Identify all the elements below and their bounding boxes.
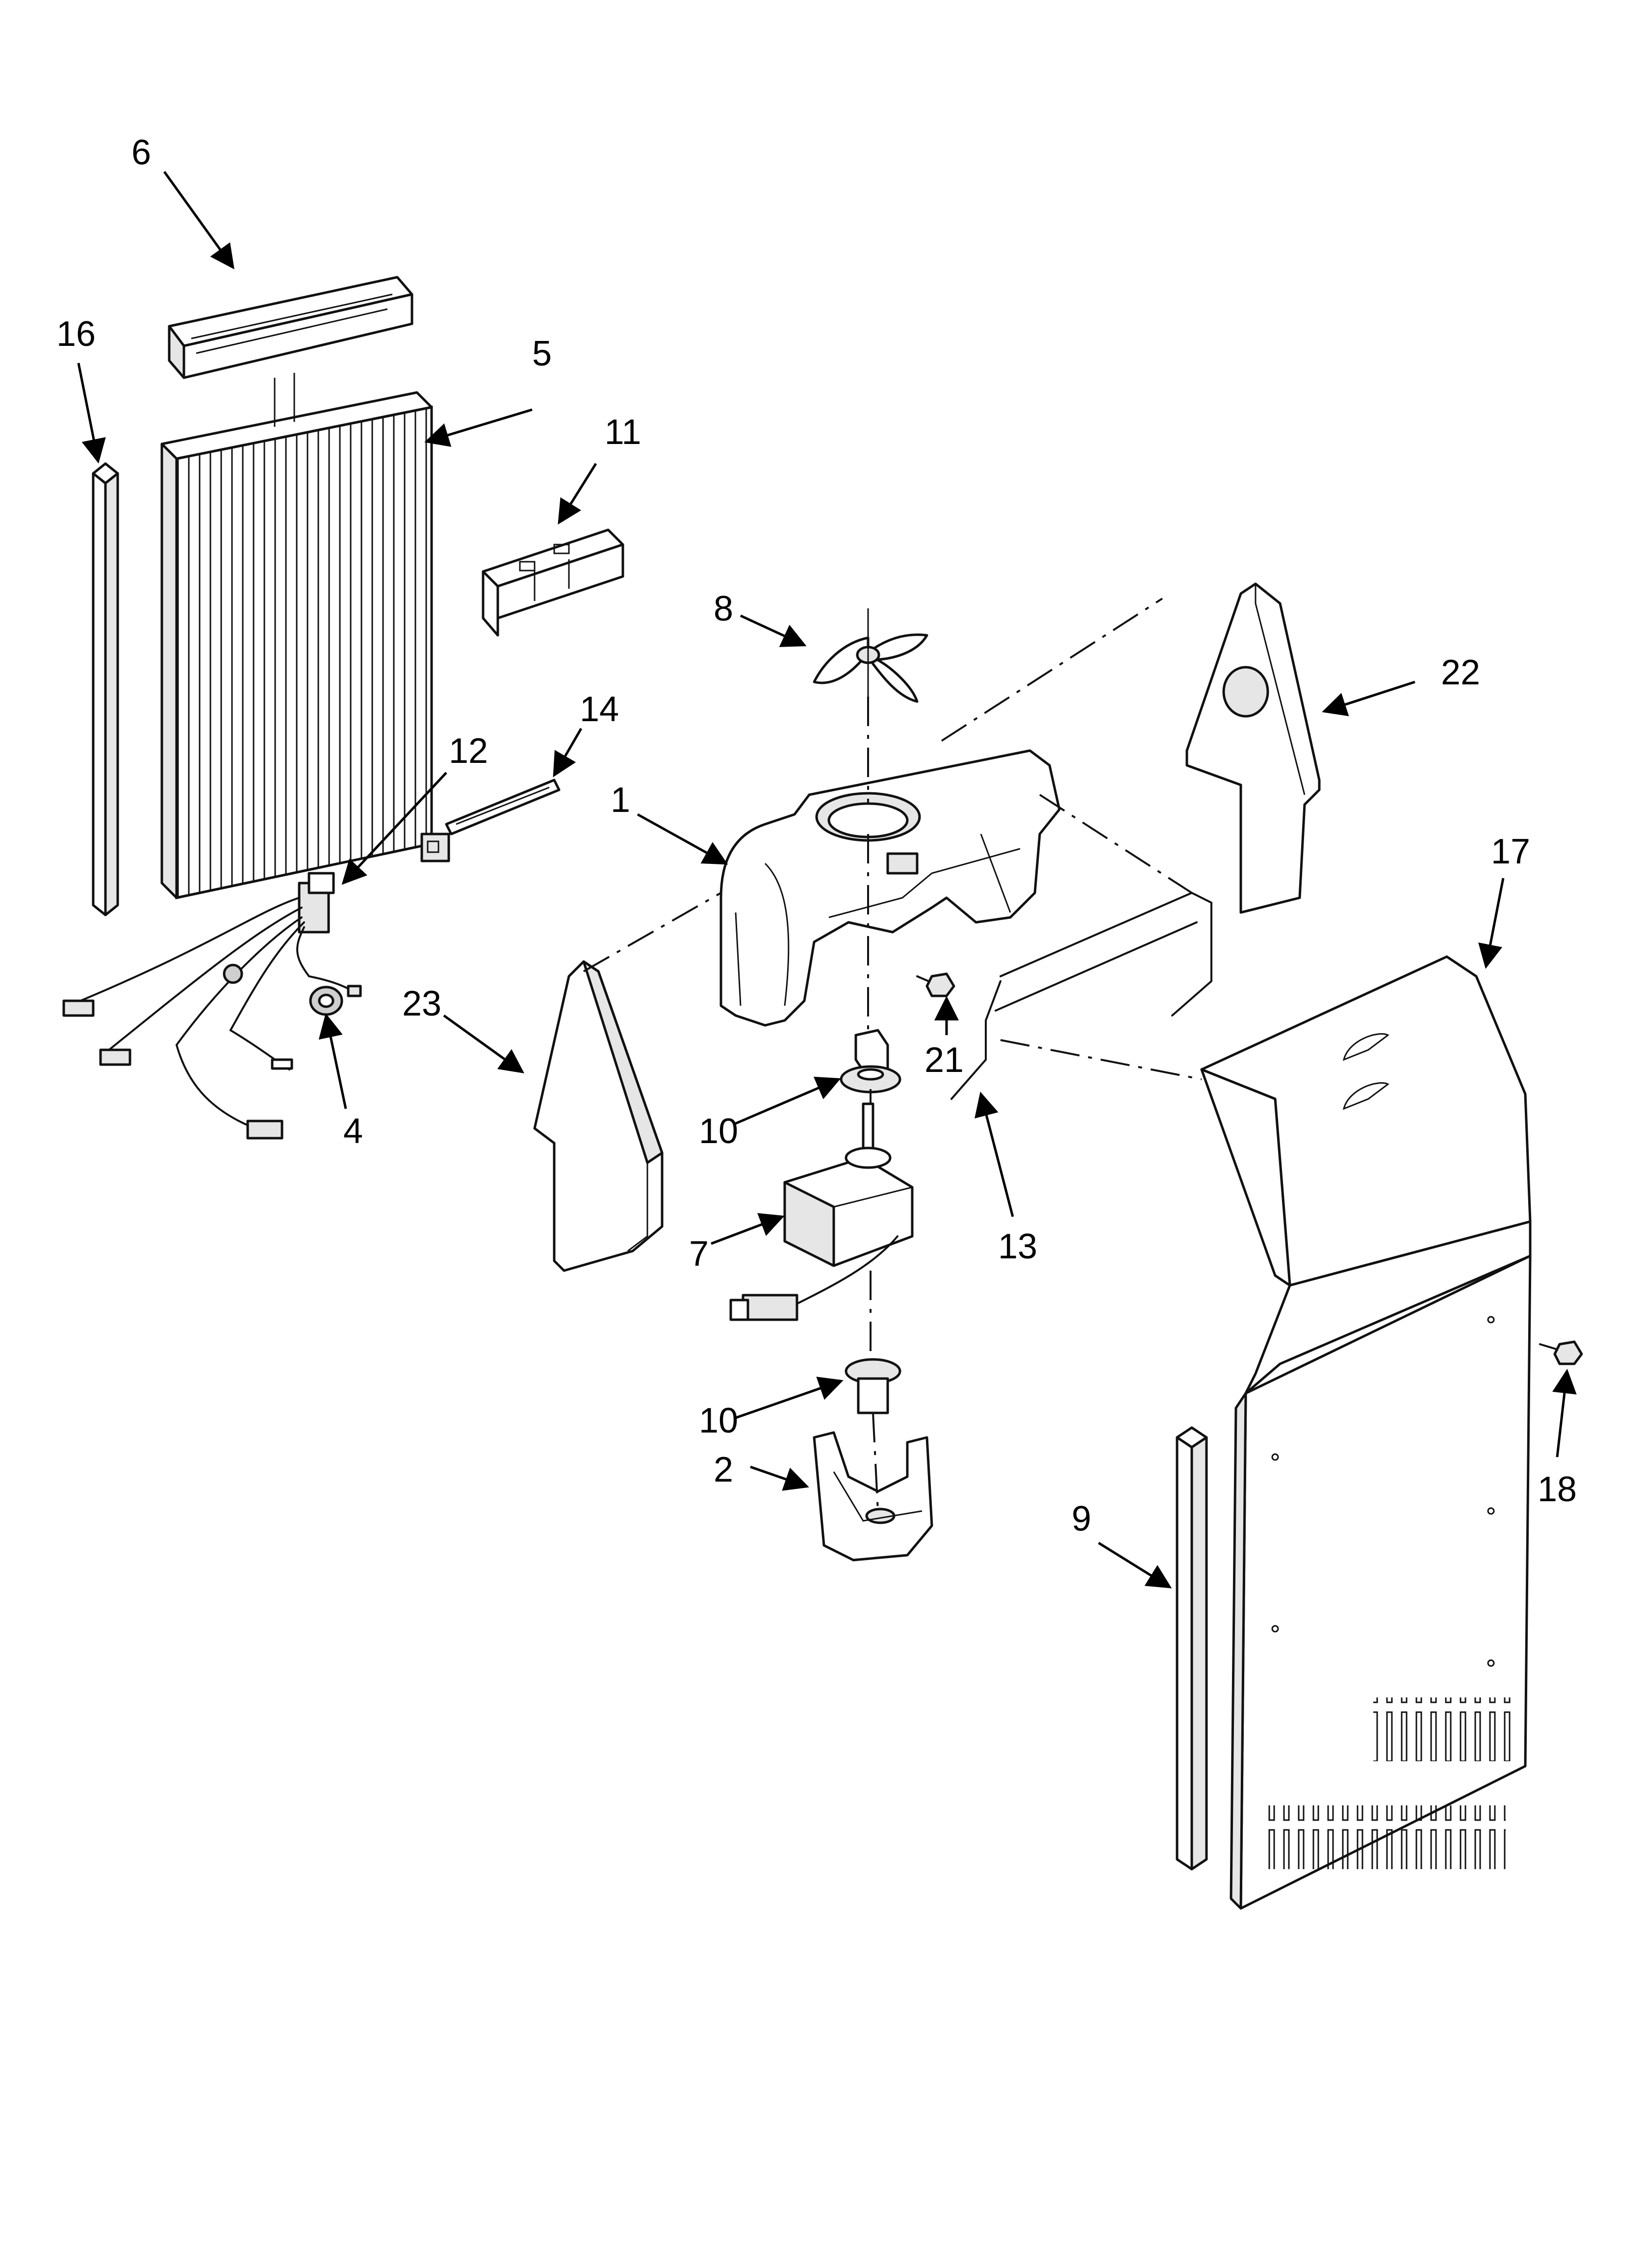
part-18-screw: [1539, 1340, 1583, 1365]
callout-14: 14: [580, 690, 619, 729]
part-13-wire-frame: [950, 891, 1212, 1100]
part-11-bracket: [482, 528, 624, 637]
callout-13: 13: [998, 1227, 1037, 1266]
callout-22: 22: [1441, 653, 1480, 692]
callout-11: 11: [605, 413, 641, 452]
callout-8: 8: [714, 589, 733, 628]
callout-16: 16: [56, 314, 96, 354]
callout-18: 18: [1538, 1470, 1577, 1509]
part-6-evaporator-cover-cap: [168, 276, 413, 379]
callout-7: 7: [689, 1234, 709, 1274]
part-21-screw: [916, 972, 955, 997]
callout-9: 9: [1072, 1499, 1091, 1538]
callout-labels: 6 16 5 11 8 22 14 12 1 17 23 4 21 10 13 …: [56, 133, 1577, 1538]
callout-21: 21: [924, 1041, 964, 1080]
callout-10-lower: 10: [699, 1401, 738, 1440]
callout-1: 1: [611, 781, 630, 820]
part-12-wire-harness: [62, 872, 362, 1140]
part-1-fan-housing: [719, 749, 1061, 1027]
callout-10-upper: 10: [699, 1112, 738, 1151]
callout-17: 17: [1491, 832, 1530, 871]
part-23-baffle-left: [533, 960, 664, 1272]
callout-5: 5: [532, 334, 552, 373]
part-8-fan-blade: [813, 608, 928, 703]
part-2-lower-bracket: [813, 1431, 933, 1562]
part-10-motor-mount-upper: [840, 1029, 901, 1094]
part-14-cable-tie: [420, 779, 561, 862]
part-17-rear-cover: [1200, 955, 1532, 1910]
callout-2: 2: [714, 1450, 733, 1489]
part-4-grommet: [309, 986, 343, 1016]
part-5-evaporator: [160, 373, 433, 900]
callout-23: 23: [402, 984, 441, 1023]
part-9-seal-strip: [1176, 1426, 1208, 1871]
part-10-motor-mount-lower: [845, 1358, 901, 1414]
assembly-lines: [583, 598, 1202, 1512]
part-22-baffle-right: [1185, 582, 1321, 914]
callout-4: 4: [343, 1112, 363, 1151]
part-7-fan-motor: [729, 1102, 914, 1321]
callout-6: 6: [131, 133, 151, 172]
callout-12: 12: [449, 731, 488, 771]
part-16-seal-strip: [92, 462, 119, 916]
callout-leaders: [77, 171, 1577, 1589]
